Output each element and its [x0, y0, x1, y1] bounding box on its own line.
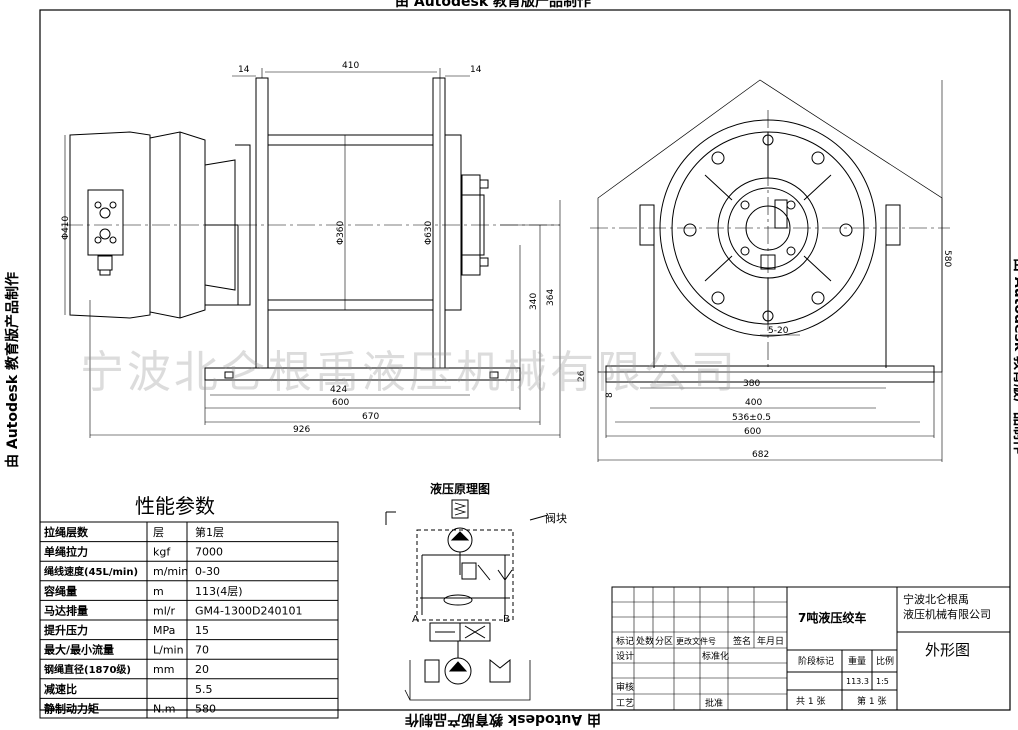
port-b-label: B [503, 614, 510, 625]
perf-row-value: 113(4层) [195, 585, 243, 598]
dim-8: 8 [605, 392, 615, 398]
review-label: 审核 [616, 681, 634, 693]
autodesk-stamp-top: 由 Autodesk 教育版产品制作 [395, 0, 592, 10]
product-name: 7吨液压绞车 [798, 610, 866, 625]
dim-380: 380 [743, 379, 760, 389]
dim-682: 682 [752, 450, 769, 460]
perf-row-name: 拉绳层数 [44, 525, 89, 539]
stage-mark-label: 阶段标记 [798, 655, 834, 667]
perf-row-unit: mm [153, 663, 174, 676]
hydraulic-schematic [385, 499, 549, 701]
perf-row-value: 20 [195, 663, 209, 676]
perf-row-value: 7000 [195, 546, 223, 559]
front-view [590, 79, 950, 383]
dim-dia-410: Φ410 [61, 215, 71, 240]
autodesk-stamp-left: 由 Autodesk 教育版产品制作 [5, 271, 22, 469]
perf-table-title: 性能参数 [135, 494, 215, 518]
inner-frame [39, 9, 1011, 711]
autodesk-stamp-right: 由 Autodesk 教育版产品制作 [1011, 258, 1018, 455]
rev-header-date: 年月日 [757, 635, 784, 647]
perf-row-unit: kgf [153, 546, 171, 559]
dim-14-right: 14 [470, 65, 482, 75]
perf-row-unit: MPa [153, 624, 175, 637]
front-view-dimensions [597, 80, 943, 462]
perf-row-unit: ml/r [153, 604, 175, 617]
perf-row-unit: N.m [153, 702, 175, 715]
rev-header-count: 处数 [636, 635, 654, 647]
perf-row-name: 最大/最小流量 [44, 643, 114, 657]
dim-536: 536±0.5 [732, 413, 771, 423]
perf-row-unit: L/min [153, 644, 184, 657]
perf-row-unit: 层 [153, 526, 164, 539]
sheet-total: 共 1 张 [796, 696, 825, 707]
port-a-label: A [412, 614, 419, 625]
dim-600-front: 600 [744, 427, 761, 437]
title-block-text: 7吨液压绞车 宁波北仑根禹 液压机械有限公司 外形图 标记 处数 分区 更改文件… [616, 592, 991, 709]
approve-label: 批准 [705, 697, 723, 709]
perf-row-value: 5.5 [195, 683, 213, 696]
weight-value: 113.3 [846, 677, 869, 686]
dim-670: 670 [362, 412, 379, 422]
perf-row-value: 15 [195, 624, 209, 637]
perf-row-value: GM4-1300D240101 [195, 604, 302, 617]
side-view-dimensions [64, 68, 561, 438]
dim-5-20: 5-20 [768, 326, 789, 336]
side-view [65, 77, 560, 381]
perf-row-value: 580 [195, 702, 216, 715]
dim-600: 600 [332, 398, 349, 408]
dim-dia-630: Φ630 [424, 220, 434, 245]
valve-block-label: 阀块 [545, 511, 567, 525]
perf-row-name: 马达排量 [44, 603, 88, 617]
rev-header-zone: 分区 [655, 636, 673, 647]
company-line-1: 宁波北仑根禹 [903, 592, 969, 606]
rev-header-sign: 签名 [733, 635, 751, 647]
dim-410: 410 [342, 61, 359, 71]
weight-label: 重量 [848, 655, 866, 667]
company-line-2: 液压机械有限公司 [903, 607, 991, 621]
dim-580: 580 [942, 250, 952, 267]
dim-400: 400 [745, 398, 762, 408]
perf-row-value: 第1层 [195, 525, 224, 539]
perf-row-name: 提升压力 [44, 623, 88, 637]
perf-row-name: 绳线速度(45L/min) [44, 565, 138, 578]
dim-424: 424 [330, 385, 347, 395]
dim-dia-360: Φ360 [336, 220, 346, 245]
perf-row-name: 钢绳直径(1870级) [44, 663, 131, 676]
perf-row-name: 单绳拉力 [44, 545, 88, 559]
rev-header-doc: 更改文件号 [676, 636, 716, 646]
perf-row-unit: m [153, 585, 164, 598]
dim-364: 364 [546, 289, 556, 306]
design-label: 设计 [616, 650, 634, 662]
dim-340: 340 [529, 293, 539, 310]
side-view-dim-text: 14 410 14 424 600 670 926 340 364 Φ410 Φ… [61, 61, 556, 435]
perf-row-value: 70 [195, 644, 209, 657]
perf-row-name: 减速比 [44, 682, 77, 696]
scale-value: 1:5 [876, 677, 889, 686]
autodesk-stamp-bottom: 由 Autodesk 教育版产品制作 [405, 711, 602, 727]
hydraulic-title: 液压原理图 [430, 481, 490, 496]
scale-label: 比例 [876, 655, 894, 667]
perf-row-name: 静制动力矩 [44, 701, 99, 715]
dim-26: 26 [577, 370, 587, 382]
dim-14-left: 14 [238, 65, 250, 75]
sheet-number: 第 1 张 [857, 695, 886, 707]
standard-label: 标准化 [702, 650, 729, 662]
rev-header-mark: 标记 [616, 635, 634, 647]
perf-row-value: 0-30 [195, 565, 220, 578]
perf-row-name: 容绳量 [43, 584, 77, 598]
title-block [611, 586, 1011, 711]
front-view-dim-text: 580 26 380 8 400 536±0.5 600 682 5-20 [577, 250, 952, 460]
process-label: 工艺 [616, 698, 634, 709]
drawing-name: 外形图 [925, 641, 970, 659]
dim-926: 926 [293, 425, 310, 435]
perf-row-unit: m/min [153, 565, 188, 578]
